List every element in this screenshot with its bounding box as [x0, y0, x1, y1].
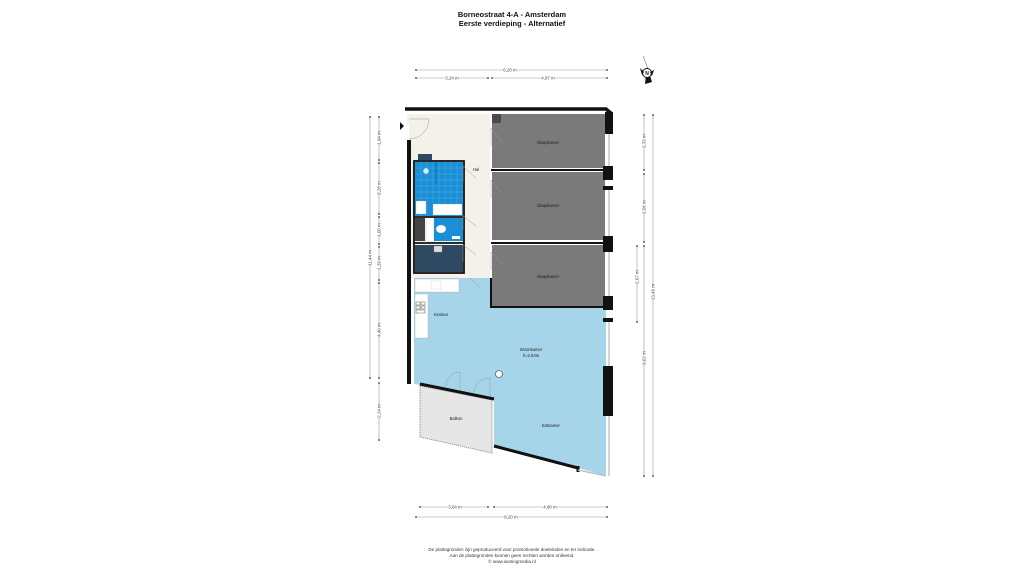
label-woonkamer: Woonkamer	[520, 347, 543, 352]
dim-left-seg-3: 1,00 m	[377, 223, 382, 237]
dim-bottom-right: 4,90 m	[543, 505, 557, 510]
room-toilet	[434, 218, 463, 241]
svg-text:N: N	[645, 71, 649, 77]
copyright: © www.woningmedia.nl	[488, 559, 536, 564]
label-hal: Hal	[473, 167, 479, 172]
label-slaapkamer-2: Slaapkamer	[537, 203, 560, 208]
room-slaapkamer-2	[492, 172, 605, 240]
dim-right-seg-1: 2,33 m	[642, 134, 647, 148]
dim-right-seg-2: 2,06 m	[642, 200, 647, 214]
plan-title: Borneostraat 4-A - Amsterdam	[457, 10, 567, 19]
dim-right-seg-3: 2,67 m	[635, 270, 640, 284]
room-slaapkamer-3	[492, 245, 605, 307]
label-slaapkamer-1: Slaapkamer	[537, 140, 560, 145]
dim-left-seg-1: 1,94 m	[377, 131, 382, 145]
compass-north-icon: N	[640, 55, 654, 84]
room-woonkamer	[414, 278, 606, 476]
stove-icon	[415, 301, 426, 314]
bathroom-sink-icon	[415, 200, 427, 215]
plan-subtitle: Eerste verdieping - Alternatief	[458, 19, 566, 28]
room-slaapkamer-1	[492, 114, 605, 168]
room-balkon	[419, 385, 493, 454]
shower-drain-icon	[423, 168, 429, 174]
label-slaapkamer-3: Slaapkamer	[537, 274, 560, 279]
dim-left-seg-6: 2,24 m	[377, 404, 382, 418]
dim-top-right: 4,97 m	[541, 76, 555, 81]
left-dimensions	[369, 117, 380, 440]
dim-bottom-left: 3,64 m	[448, 505, 462, 510]
bathtub-icon	[432, 203, 463, 216]
label-woonkamer-height: h=2,63m	[523, 353, 540, 358]
label-keuken: Keuken	[434, 312, 449, 317]
dim-bottom-total: 8,20 m	[504, 515, 518, 520]
dim-left-seg-5: 4,40 m	[377, 323, 382, 337]
column-icon	[495, 370, 503, 378]
entrance-arrow-icon	[400, 122, 404, 130]
label-eetkamer: Eetkamer	[542, 423, 561, 428]
dim-left-seg-2: 2,28 m	[377, 181, 382, 195]
dim-top-total: 6,20 m	[503, 68, 517, 73]
disclaimer-line-2: Aan de plattegronden kunnen geen rechten…	[449, 553, 575, 558]
dim-top-left: 3,24 m	[445, 76, 459, 81]
dim-right-total: 13,46 m	[651, 284, 656, 300]
kitchen-sink-icon	[430, 280, 442, 290]
disclaimer-line-1: De plattegronden zijn geproduceerd voor …	[428, 547, 596, 552]
dim-left-seg-4: 1,39 m	[377, 256, 382, 270]
label-balkon: Balkon	[450, 416, 463, 421]
toilet-icon	[435, 224, 447, 234]
dim-left-total: 11,44 m	[368, 250, 373, 266]
dim-right-seg-4: 9,02 m	[642, 351, 647, 365]
